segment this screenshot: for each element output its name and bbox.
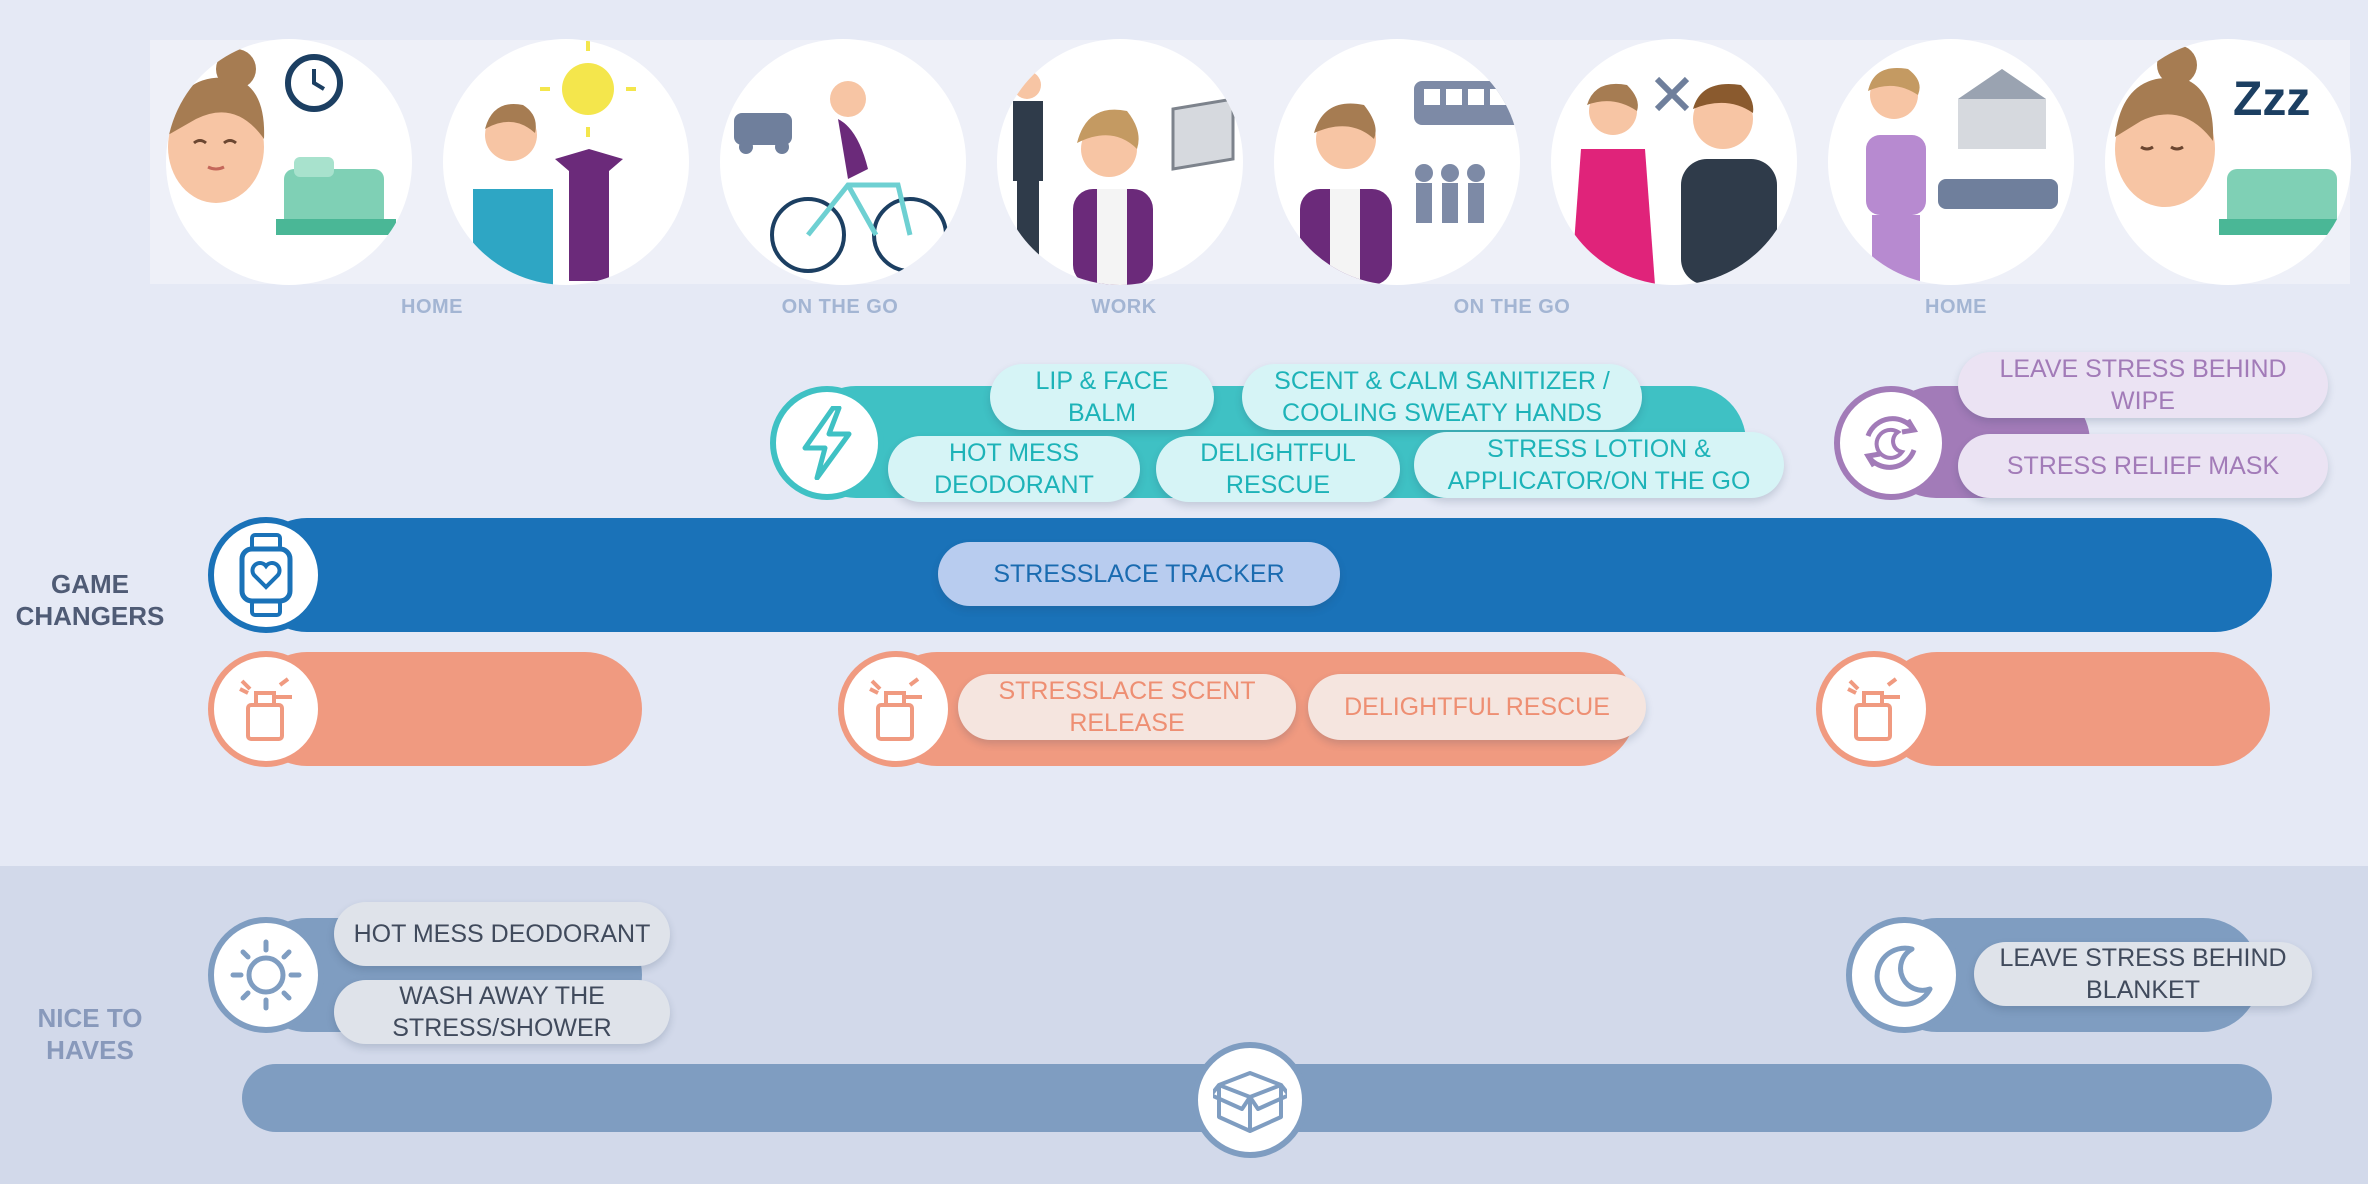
pill-delightful-rescue-scent[interactable]: DELIGHTFUL RESCUE [1308, 674, 1646, 740]
pill-stress-lotion[interactable]: STRESS LOTION & APPLICATOR/ON THE GO [1414, 432, 1784, 498]
scene-label-on-the-go: ON THE GO [781, 296, 899, 318]
scene-label-work: WORK [1091, 296, 1157, 318]
sun-icon [208, 917, 324, 1033]
smartwatch-heart-icon [208, 517, 324, 633]
pill-hot-mess-deodorant[interactable]: HOT MESS DEODORANT [888, 436, 1140, 502]
sleep-scene: Zzz [2105, 39, 2351, 285]
commute-bus-scene [1274, 39, 1520, 285]
row-label-nice-line2: HAVES [46, 1035, 134, 1065]
row-label-game-changers-line1: GAME [51, 569, 129, 599]
pill-lip-face-balm[interactable]: LIP & FACE BALM [990, 364, 1214, 430]
commute-cycling-scene [720, 39, 966, 285]
row-label-nice-to-haves: NICE TO HAVES [0, 1002, 180, 1066]
box-icon [1192, 1042, 1308, 1158]
pill-stress-relief-mask[interactable]: STRESS RELIEF MASK [1958, 434, 2328, 498]
scene-label-home: HOME [1925, 296, 1987, 318]
svg-text:Zzz: Zzz [2233, 73, 2310, 126]
salmon-scent-bar-home-evening [1880, 652, 2270, 766]
scene-label-home: HOME [401, 296, 463, 318]
lightning-icon [770, 386, 884, 500]
scent-diffuser-icon [838, 651, 954, 767]
morning-wake-up-scene [166, 39, 412, 285]
pill-scent-calm-sanitizer[interactable]: SCENT & CALM SANITIZER / COOLING SWEATY … [1242, 364, 1642, 430]
pill-stresslace-scent-release[interactable]: STRESSLACE SCENT RELEASE [958, 674, 1296, 740]
scent-diffuser-icon [208, 651, 324, 767]
pill-leave-stress-wipe[interactable]: LEAVE STRESS BEHIND WIPE [1958, 352, 2328, 418]
row-label-nice-line1: NICE TO [37, 1003, 143, 1033]
row-label-game-changers: GAME CHANGERS [0, 568, 180, 632]
moon-refresh-icon [1834, 386, 1948, 500]
row-label-game-changers-line2: CHANGERS [15, 601, 165, 631]
pill-leave-stress-blanket[interactable]: LEAVE STRESS BEHIND BLANKET [1974, 942, 2312, 1006]
dinner-date-scene [1551, 39, 1797, 285]
scent-diffuser-icon [1816, 651, 1932, 767]
pill-wash-away-stress[interactable]: WASH AWAY THE STRESS/SHOWER [334, 980, 670, 1044]
pill-delightful-rescue[interactable]: DELIGHTFUL RESCUE [1156, 436, 1400, 502]
pill-hot-mess-deodorant-nice[interactable]: HOT MESS DEODORANT [334, 902, 670, 966]
pill-stresslace-tracker[interactable]: STRESSLACE TRACKER [938, 542, 1340, 606]
scene-label-on-the-go: ON THE GO [1453, 296, 1571, 318]
moon-icon [1846, 917, 1962, 1033]
back-home-scene [1828, 39, 2074, 285]
getting-dressed-scene [443, 39, 689, 285]
work-office-scene [997, 39, 1243, 285]
